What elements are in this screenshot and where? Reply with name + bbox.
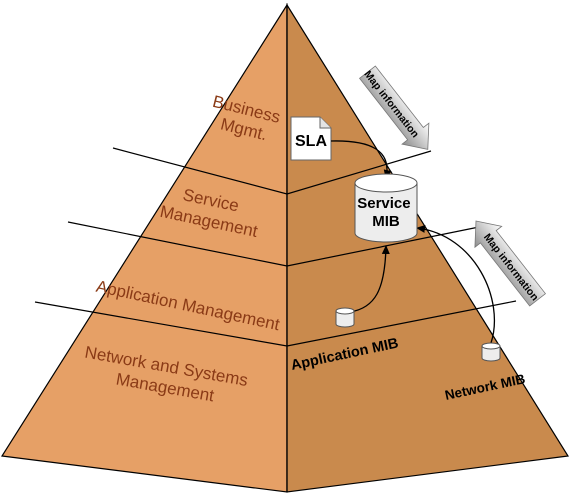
map-information-label-top: Map information bbox=[361, 68, 421, 140]
map-information-arrow-bottom: Map information bbox=[474, 220, 546, 307]
service-mib-label: Service MIB bbox=[357, 195, 415, 230]
application-mib-to-service-mib-connector bbox=[349, 245, 390, 313]
network-mib-database-icon bbox=[481, 342, 501, 362]
sla-to-service-mib-connector bbox=[330, 140, 392, 179]
pyramid-left-face bbox=[0, 2, 288, 493]
sla-document-icon bbox=[290, 116, 332, 161]
application-mib-database-icon bbox=[335, 307, 355, 328]
service-mib-database-icon bbox=[354, 173, 418, 243]
network-mib-to-service-mib-connector bbox=[416, 224, 496, 344]
pyramid-right-face bbox=[286, 2, 570, 493]
sla-label: SLA bbox=[295, 133, 327, 150]
